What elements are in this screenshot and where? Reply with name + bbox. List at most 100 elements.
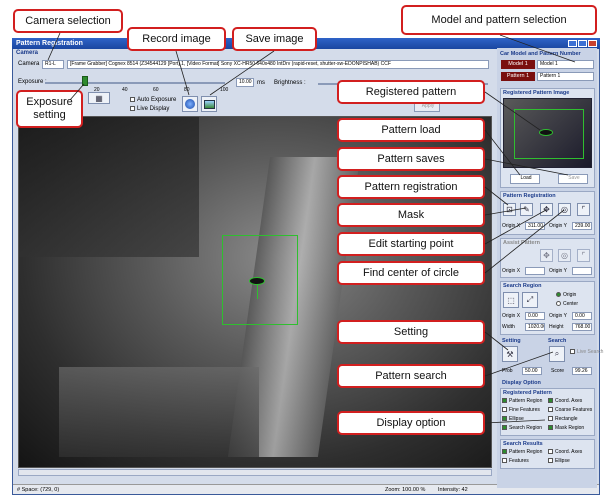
grid-view-icon[interactable]: ▦ — [88, 92, 110, 104]
display-option-label: Rectangle — [555, 416, 578, 422]
pointer-pattern-registration — [484, 186, 509, 206]
center-radio[interactable] — [556, 301, 561, 307]
live-display-option: Live Display — [130, 105, 169, 113]
edit-starting-point-button[interactable]: ✥ — [540, 203, 553, 216]
display-option-checkbox[interactable] — [548, 425, 553, 431]
minimize-button[interactable] — [568, 40, 577, 47]
callout-save-image: Save image — [232, 27, 317, 51]
live-display-checkbox[interactable] — [130, 105, 135, 111]
origin-x-label: Origin X — [502, 223, 521, 229]
close-button[interactable] — [588, 40, 597, 47]
fit-button[interactable]: ⌜ — [577, 203, 590, 216]
display-option-label: Fine Features — [509, 407, 540, 413]
exposure-slider[interactable] — [45, 82, 225, 84]
display-option-item[interactable]: Pattern Region — [502, 397, 542, 405]
live-search-checkbox[interactable] — [570, 349, 575, 355]
pattern-search-button[interactable]: ⌕ — [549, 346, 565, 362]
pointer-model-pattern — [499, 34, 576, 63]
display-option-checkbox[interactable] — [548, 449, 553, 455]
camera-select[interactable]: R1-L — [42, 60, 64, 69]
live-search-option[interactable]: Live Search — [570, 348, 603, 356]
search-results-group-label: Search Results — [503, 441, 543, 447]
expand-region-button[interactable]: ⤢ — [522, 292, 538, 308]
display-option-checkbox[interactable] — [548, 416, 553, 422]
horizontal-scrollbar[interactable] — [18, 469, 492, 476]
search-region-button[interactable]: ⬚ — [503, 292, 519, 308]
crop-icon: ⊡ — [506, 205, 513, 214]
auto-exposure-label: Auto Exposure — [137, 97, 177, 103]
auto-exposure-checkbox[interactable] — [130, 96, 135, 102]
assist-origin-y-input[interactable] — [572, 267, 592, 275]
pattern-select[interactable]: Pattern 1 — [537, 72, 594, 81]
display-option-item[interactable]: Mask Region — [548, 424, 584, 432]
display-option-item[interactable]: Fine Features — [502, 406, 540, 414]
maximize-button[interactable] — [578, 40, 587, 47]
origin-radio[interactable] — [556, 292, 561, 298]
prob-input[interactable]: 50.00 — [522, 367, 542, 375]
search-results-options: Search Results — [500, 439, 595, 469]
display-option-item[interactable]: Features — [502, 457, 529, 465]
origin-radio-option[interactable]: Origin — [556, 291, 576, 299]
mask-button[interactable]: ✎ — [520, 203, 533, 216]
circle-icon: ◎ — [561, 251, 568, 260]
width-input[interactable]: 1020.00 — [525, 323, 545, 331]
display-option-item[interactable]: Coord. Axes — [548, 448, 582, 456]
sr-origin-x-input[interactable]: 0.00 — [525, 312, 545, 320]
display-option-item[interactable]: Pattern Region — [502, 448, 542, 456]
exposure-tick: 20 — [94, 87, 100, 93]
registered-ellipse-overlay — [539, 129, 553, 136]
exposure-tick: 60 — [153, 87, 159, 93]
assist-move-button[interactable]: ✥ — [540, 249, 553, 262]
display-option-label: Features — [509, 458, 529, 464]
setting-button[interactable]: ⚒ — [502, 346, 518, 362]
display-option-item[interactable]: Ellipse — [502, 415, 524, 423]
exposure-tick: 100 — [220, 87, 229, 93]
search-icon: ⌕ — [554, 349, 560, 358]
camera-image[interactable] — [18, 116, 492, 468]
origin-y-input[interactable]: 239.00 — [572, 222, 592, 230]
record-image-button[interactable] — [182, 96, 198, 112]
display-option-checkbox[interactable] — [502, 416, 507, 422]
display-option-checkbox[interactable] — [502, 449, 507, 455]
display-option-item[interactable]: Ellipse — [548, 457, 570, 465]
save-image-button[interactable] — [201, 96, 217, 112]
display-option-label: Search Region — [509, 425, 543, 431]
pointer-save-image — [209, 50, 275, 96]
display-option-checkbox[interactable] — [548, 458, 553, 464]
callout-record-image: Record image — [127, 27, 226, 51]
pointer-pattern-load — [484, 129, 521, 176]
display-option-item[interactable]: Coarse Features — [548, 406, 592, 414]
callout-edit-starting-point: Edit starting point — [337, 232, 485, 256]
display-option-checkbox[interactable] — [502, 425, 507, 431]
display-option-item[interactable]: Coord. Axes — [548, 397, 582, 405]
sr-origin-x-label: Origin X — [502, 313, 521, 319]
exposure-slider-handle[interactable] — [82, 76, 88, 86]
camera-description: [Frame Grabber] Cognex 8514 (Z34544129 [… — [67, 60, 489, 69]
display-option-checkbox[interactable] — [502, 398, 507, 404]
sr-origin-y-input[interactable]: 0.00 — [572, 312, 592, 320]
registered-pattern-options: Registered Pattern — [500, 388, 595, 436]
display-option-checkbox[interactable] — [502, 458, 507, 464]
display-option-label: Ellipse — [509, 416, 524, 422]
display-option-checkbox[interactable] — [548, 407, 553, 413]
display-option-item[interactable]: Search Region — [502, 424, 542, 432]
picture-icon — [203, 99, 215, 109]
live-display-label: Live Display — [137, 106, 170, 112]
status-intensity: Intensity: 42 — [438, 487, 468, 493]
display-option-checkbox[interactable] — [502, 407, 507, 413]
find-circle-center-button[interactable]: ◎ — [558, 203, 571, 216]
center-radio-option[interactable]: Center — [556, 300, 578, 308]
model-select[interactable]: Model 1 — [537, 60, 594, 69]
display-option-item[interactable]: Rectangle — [548, 415, 578, 423]
height-input[interactable]: 768.00 — [572, 323, 592, 331]
callout-pattern-search: Pattern search — [337, 364, 485, 388]
save-pattern-button[interactable]: Save — [558, 174, 588, 184]
display-option-checkbox[interactable] — [548, 398, 553, 404]
display-option-label: Ellipse — [555, 458, 570, 464]
assist-circle-button[interactable]: ◎ — [558, 249, 571, 262]
load-pattern-button[interactable]: Load — [510, 174, 540, 184]
assist-origin-x-input[interactable] — [525, 267, 545, 275]
exposure-value-input[interactable]: 10.00 — [236, 78, 254, 87]
assist-corner-button[interactable]: ⌜ — [577, 249, 590, 262]
